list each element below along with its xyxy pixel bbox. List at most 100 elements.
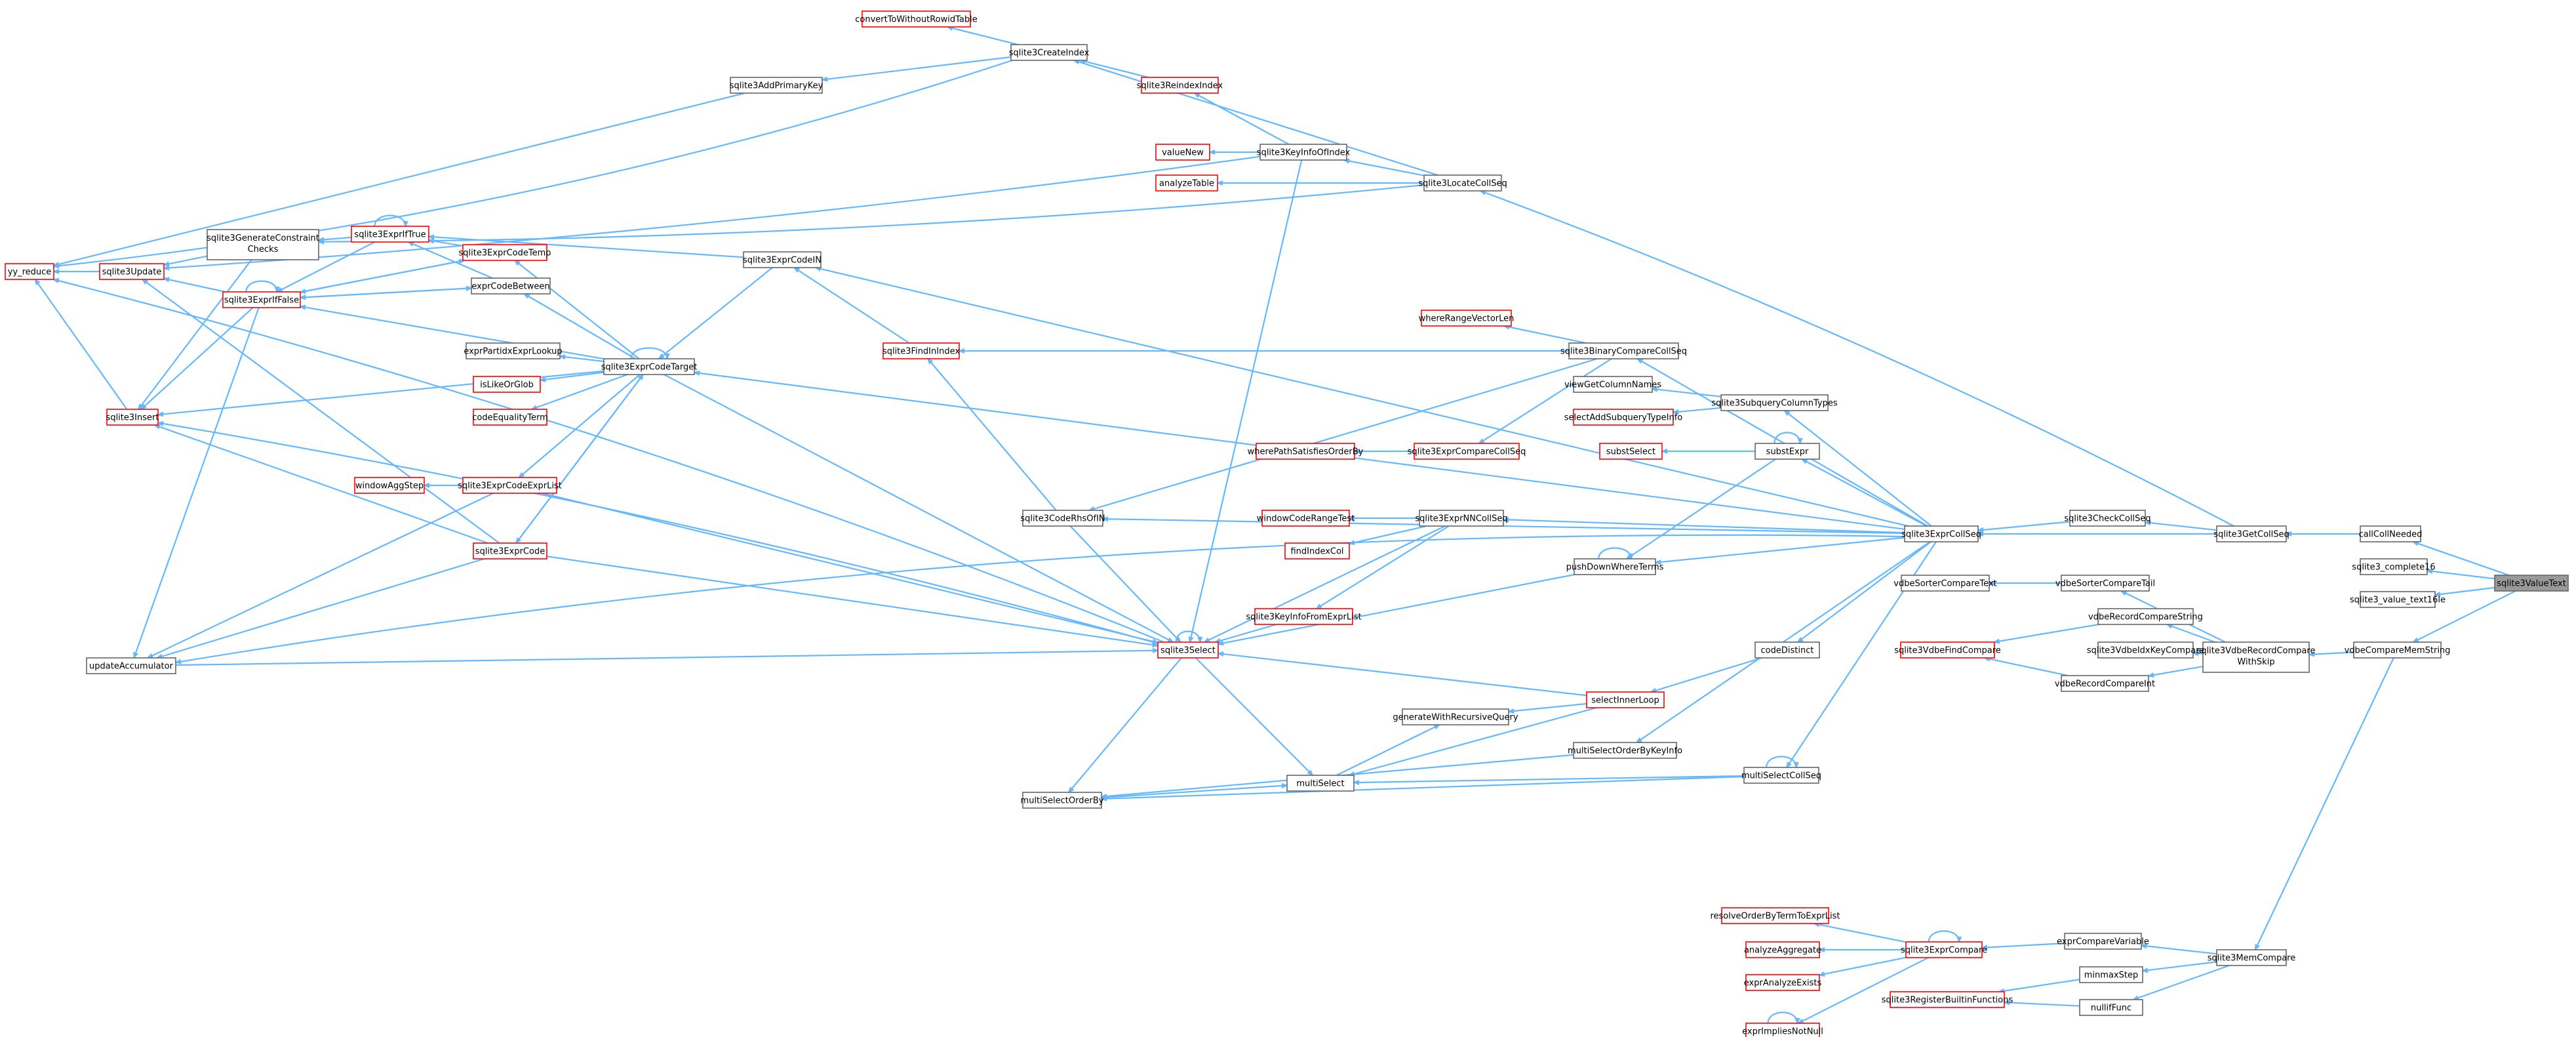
node-wherePathSatisfiesOrderBy[interactable]: wherePathSatisfiesOrderBy <box>1248 443 1364 460</box>
node-sqlite3Insert[interactable]: sqlite3Insert <box>106 409 159 426</box>
node-label: substSelect <box>1606 447 1655 457</box>
node-label: selectInnerLoop <box>1591 696 1659 706</box>
call-edge-pushDownWhereTerms-substExpr <box>1627 458 1776 559</box>
call-edge-sqlite3ExprNNCollSeq-sqlite3ExprCollSeq <box>1503 519 1905 534</box>
node-windowAggStep[interactable]: windowAggStep <box>354 477 425 494</box>
node-selectInnerLoop[interactable]: selectInnerLoop <box>1586 691 1665 708</box>
node-sqlite3LocateCollSeq[interactable]: sqlite3LocateCollSeq <box>1418 174 1507 192</box>
node-multiSelect[interactable]: multiSelect <box>1286 775 1355 792</box>
node-codeDistinct[interactable]: codeDistinct <box>1754 641 1820 659</box>
node-sqlite3GetCollSeq[interactable]: sqlite3GetCollSeq <box>2213 525 2289 542</box>
node-sqlite3ExprCode[interactable]: sqlite3ExprCode <box>473 542 547 559</box>
node-exprAnalyzeExists[interactable]: exprAnalyzeExists <box>1744 974 1822 991</box>
node-box <box>106 409 159 426</box>
node-label: windowCodeRangeTest <box>1257 514 1355 524</box>
node-generateWithRecursiveQuery[interactable]: generateWithRecursiveQuery <box>1393 708 1518 725</box>
node-viewGetColumnNames[interactable]: viewGetColumnNames <box>1564 376 1661 393</box>
node-sqlite3CodeRhsOfIN[interactable]: sqlite3CodeRhsOfIN <box>1020 510 1105 527</box>
node-windowCodeRangeTest[interactable]: windowCodeRangeTest <box>1257 510 1355 527</box>
node-sqlite3ExprCodeExprList[interactable]: sqlite3ExprCodeExprList <box>458 477 562 494</box>
node-vdbeSorterCompareText[interactable]: vdbeSorterCompareText <box>1893 575 1997 592</box>
node-sqlite3MemCompare[interactable]: sqlite3MemCompare <box>2208 949 2295 966</box>
node-box <box>2360 558 2428 575</box>
node-box <box>1254 608 1353 625</box>
call-edge-sqlite3ReindexIndex-sqlite3KeyInfoOfIndex <box>1195 93 1290 145</box>
node-updateAccumulator[interactable]: updateAccumulator <box>86 657 176 674</box>
node-selectAddSubqueryTypeInfo[interactable]: selectAddSubqueryTypeInfo <box>1564 409 1683 426</box>
node-valueNew[interactable]: valueNew <box>1155 144 1210 161</box>
node-exprCompareVariable[interactable]: exprCompareVariable <box>2057 933 2149 950</box>
node-callCollNeeded[interactable]: callCollNeeded <box>2359 525 2423 542</box>
node-sqlite3VdbeIdxKeyCompare[interactable]: sqlite3VdbeIdxKeyCompare <box>2087 641 2204 659</box>
node-sqlite3_complete16[interactable]: sqlite3_complete16 <box>2352 558 2436 575</box>
node-substSelect[interactable]: substSelect <box>1599 443 1663 460</box>
node-convertToWithoutRowidTable[interactable]: convertToWithoutRowidTable <box>855 10 978 28</box>
node-sqlite3FindInIndex[interactable]: sqlite3FindInIndex <box>882 342 960 359</box>
node-box <box>2061 575 2150 592</box>
node-minmaxStep[interactable]: minmaxStep <box>2079 966 2143 983</box>
node-label: selectAddSubqueryTypeInfo <box>1564 413 1683 423</box>
node-sqlite3SubqueryColumnTypes[interactable]: sqlite3SubqueryColumnTypes <box>1711 394 1838 411</box>
node-yy_reduce[interactable]: yy_reduce <box>5 263 54 280</box>
node-sqlite3RegisterBuiltinFunctions[interactable]: sqlite3RegisterBuiltinFunctions <box>1882 991 2013 1008</box>
node-exprImpliesNotNull[interactable]: exprImpliesNotNull <box>1742 1023 1823 1037</box>
node-vdbeRecordCompareString[interactable]: vdbeRecordCompareString <box>2088 608 2203 625</box>
node-findIndexCol[interactable]: findIndexCol <box>1284 542 1350 559</box>
node-sqlite3Select[interactable]: sqlite3Select <box>1157 641 1219 659</box>
node-label: resolveOrderByTermToExprList <box>1710 912 1840 922</box>
node-box <box>462 477 557 494</box>
node-multiSelectOrderBy[interactable]: multiSelectOrderBy <box>1021 792 1104 809</box>
node-label: multiSelectCollSeq <box>1741 771 1821 781</box>
node-sqlite3ExprCodeIN[interactable]: sqlite3ExprCodeIN <box>743 251 822 268</box>
node-label: sqlite3KeyInfoOfIndex <box>1257 148 1351 158</box>
node-sqlite3Update[interactable]: sqlite3Update <box>99 263 165 280</box>
node-sqlite3VdbeFindCompare[interactable]: sqlite3VdbeFindCompare <box>1894 641 2001 659</box>
node-sqlite3BinaryCompareCollSeq[interactable]: sqlite3BinaryCompareCollSeq <box>1560 342 1687 359</box>
node-sqlite3ExprCodeTarget[interactable]: sqlite3ExprCodeTarget <box>601 358 698 375</box>
node-box <box>1421 310 1512 327</box>
node-sqlite3ExprIfFalse[interactable]: sqlite3ExprIfFalse <box>222 291 301 308</box>
node-sqlite3ExprCompare[interactable]: sqlite3ExprCompare <box>1901 941 1987 958</box>
node-multiSelectCollSeq[interactable]: multiSelectCollSeq <box>1741 767 1821 784</box>
node-codeEqualityTerm[interactable]: codeEqualityTerm <box>472 409 548 426</box>
node-sqlite3KeyInfoOfIndex[interactable]: sqlite3KeyInfoOfIndex <box>1257 144 1351 161</box>
node-box <box>222 291 301 308</box>
node-sqlite3ValueText[interactable]: sqlite3ValueText <box>2494 575 2569 592</box>
node-sqlite3ExprCompareCollSeq[interactable]: sqlite3ExprCompareCollSeq <box>1408 443 1526 460</box>
node-box <box>473 376 541 393</box>
node-sqlite3CheckCollSeq[interactable]: sqlite3CheckCollSeq <box>2064 510 2151 527</box>
node-analyzeTable[interactable]: analyzeTable <box>1155 174 1218 192</box>
node-sqlite3KeyInfoFromExprList[interactable]: sqlite3KeyInfoFromExprList <box>1246 608 1362 625</box>
node-exprCodeBetween[interactable]: exprCodeBetween <box>471 277 551 295</box>
node-sqlite3ReindexIndex[interactable]: sqlite3ReindexIndex <box>1137 77 1223 94</box>
call-edge-exprCodeBetween-sqlite3ExprCodeTarget <box>525 294 636 359</box>
node-substExpr[interactable]: substExpr <box>1754 443 1820 460</box>
node-sqlite3_value_text16le[interactable]: sqlite3_value_text16le <box>2350 591 2446 608</box>
node-vdbeSorterCompareTail[interactable]: vdbeSorterCompareTail <box>2055 575 2155 592</box>
node-whereRangeVectorLen[interactable]: whereRangeVectorLen <box>1419 310 1515 327</box>
call-edge-sqlite3ExprCodeTemp-sqlite3ExprCodeTarget <box>515 260 640 359</box>
node-box <box>2061 675 2149 692</box>
node-isLikeOrGlob[interactable]: isLikeOrGlob <box>473 376 541 393</box>
node-label: substExpr <box>1766 447 1809 457</box>
node-sqlite3CreateIndex[interactable]: sqlite3CreateIndex <box>1009 44 1090 61</box>
node-analyzeAggregate[interactable]: analyzeAggregate <box>1744 941 1821 958</box>
call-edge-sqlite3Update-sqlite3ExprIfFalse <box>164 279 226 293</box>
call-edge-sqlite3_value_text16le-sqlite3ValueText <box>2435 586 2495 595</box>
node-sqlite3ExprCollSeq[interactable]: sqlite3ExprCollSeq <box>1901 525 1981 542</box>
node-sqlite3ExprCodeTemp[interactable]: sqlite3ExprCodeTemp <box>458 244 551 261</box>
node-nullifFunc[interactable]: nullifFunc <box>2079 999 2143 1016</box>
node-box <box>1402 708 1509 725</box>
node-resolveOrderByTermToExprList[interactable]: resolveOrderByTermToExprList <box>1710 907 1840 924</box>
node-sqlite3ExprNNCollSeq[interactable]: sqlite3ExprNNCollSeq <box>1415 510 1508 527</box>
node-pushDownWhereTerms[interactable]: pushDownWhereTerms <box>1566 558 1664 575</box>
node-exprPartidxExprLookup[interactable]: exprPartidxExprLookup <box>464 342 563 359</box>
node-multiSelectOrderByKeyInfo[interactable]: multiSelectOrderByKeyInfo <box>1568 742 1682 759</box>
node-sqlite3AddPrimaryKey[interactable]: sqlite3AddPrimaryKey <box>730 77 823 94</box>
node-vdbeCompareMemString[interactable]: vdbeCompareMemString <box>2345 641 2451 659</box>
call-edge-viewGetColumnNames-sqlite3SubqueryColumnTypes <box>1652 389 1722 397</box>
node-vdbeRecordCompareInt[interactable]: vdbeRecordCompareInt <box>2055 675 2155 692</box>
node-sqlite3ExprIfTrue[interactable]: sqlite3ExprIfTrue <box>351 226 429 243</box>
